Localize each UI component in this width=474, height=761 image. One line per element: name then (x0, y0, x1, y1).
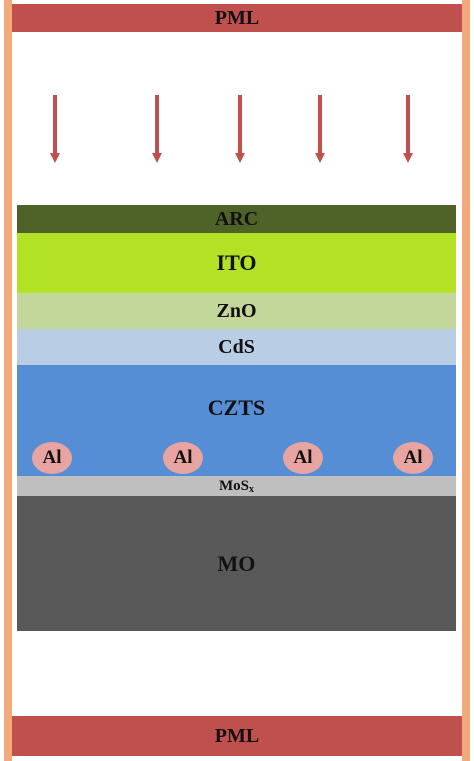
mosx-label: MoSx (219, 478, 254, 495)
mo-layer: MO (17, 496, 456, 631)
al-particle-3: Al (283, 442, 323, 474)
zno-layer: ZnO (17, 293, 456, 329)
incident-light-arrows (50, 95, 413, 163)
pml-bottom-layer: PML (12, 716, 462, 756)
mo-label: MO (217, 550, 256, 576)
al-particle-4: Al (393, 442, 433, 474)
ito-label: ITO (216, 250, 257, 275)
pml-top-layer: PML (12, 4, 462, 32)
mosx-label-subscript: x (249, 483, 254, 495)
al-particle-label: Al (173, 447, 193, 468)
left-boundary (4, 0, 12, 761)
al-particle-1: Al (32, 442, 72, 474)
mosx-layer: MoSx (17, 476, 456, 496)
ito-layer: ITO (17, 233, 456, 293)
right-boundary (462, 0, 470, 761)
al-particle-label: Al (42, 447, 62, 468)
mosx-label-base: MoS (219, 477, 249, 494)
czts-layer: CZTS (17, 365, 456, 476)
cds-label: CdS (218, 335, 255, 358)
al-particle-label: Al (293, 447, 313, 468)
cds-layer: CdS (17, 329, 456, 365)
al-particle-label: Al (403, 447, 423, 468)
pml-bottom-label: PML (214, 724, 260, 747)
czts-label: CZTS (207, 395, 266, 420)
arc-layer: ARC (17, 205, 456, 233)
al-particle-2: Al (163, 442, 203, 474)
pml-top-label: PML (214, 6, 260, 29)
zno-label: ZnO (216, 299, 257, 322)
arc-label: ARC (214, 207, 259, 230)
